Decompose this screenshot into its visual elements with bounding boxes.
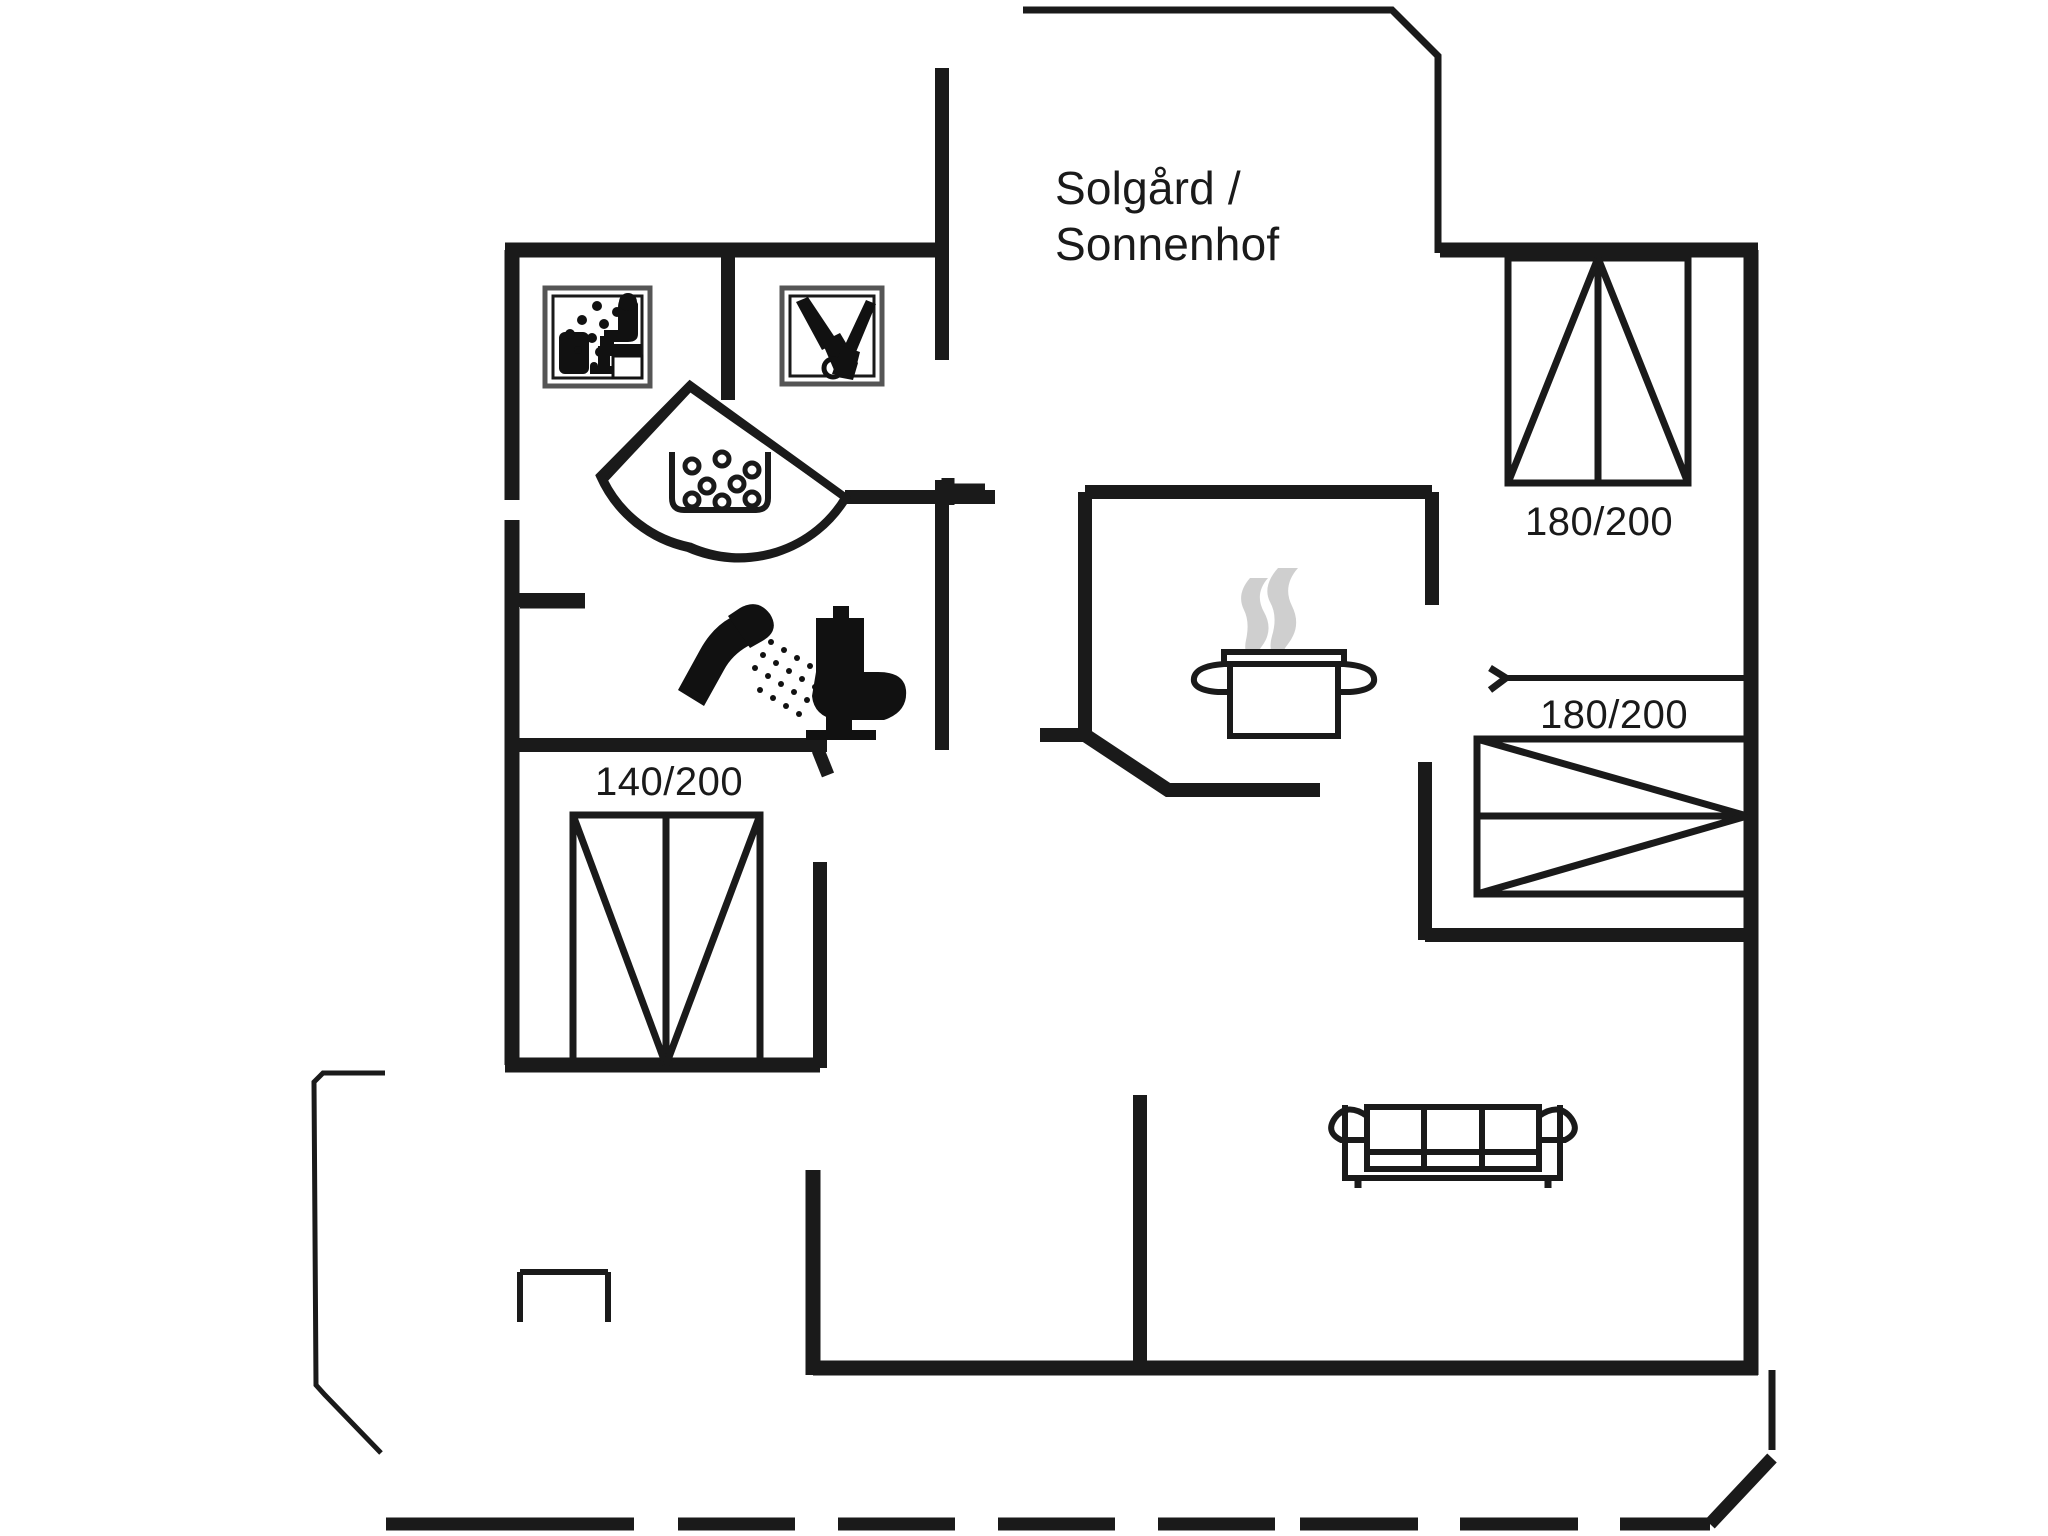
whirlpool-icon [595,379,852,563]
bed-double-mid-right [1473,665,1751,898]
upper-terrace-outline [1023,6,1442,253]
bed-double-top-right [1504,254,1692,487]
interior-walls [512,68,1755,1372]
terrace-step [517,1269,611,1322]
shower-icon [678,604,826,717]
door-jambs [505,478,985,778]
deck-railing [386,1370,1777,1531]
sauna-icon [542,285,653,389]
bed-double-left [569,811,764,1069]
toilet-icon [806,606,907,740]
cooking-pot-icon [1190,568,1378,739]
utility-room-icon [779,285,885,387]
sofa-icon [1328,1104,1578,1188]
terrace-outline [311,1070,385,1455]
